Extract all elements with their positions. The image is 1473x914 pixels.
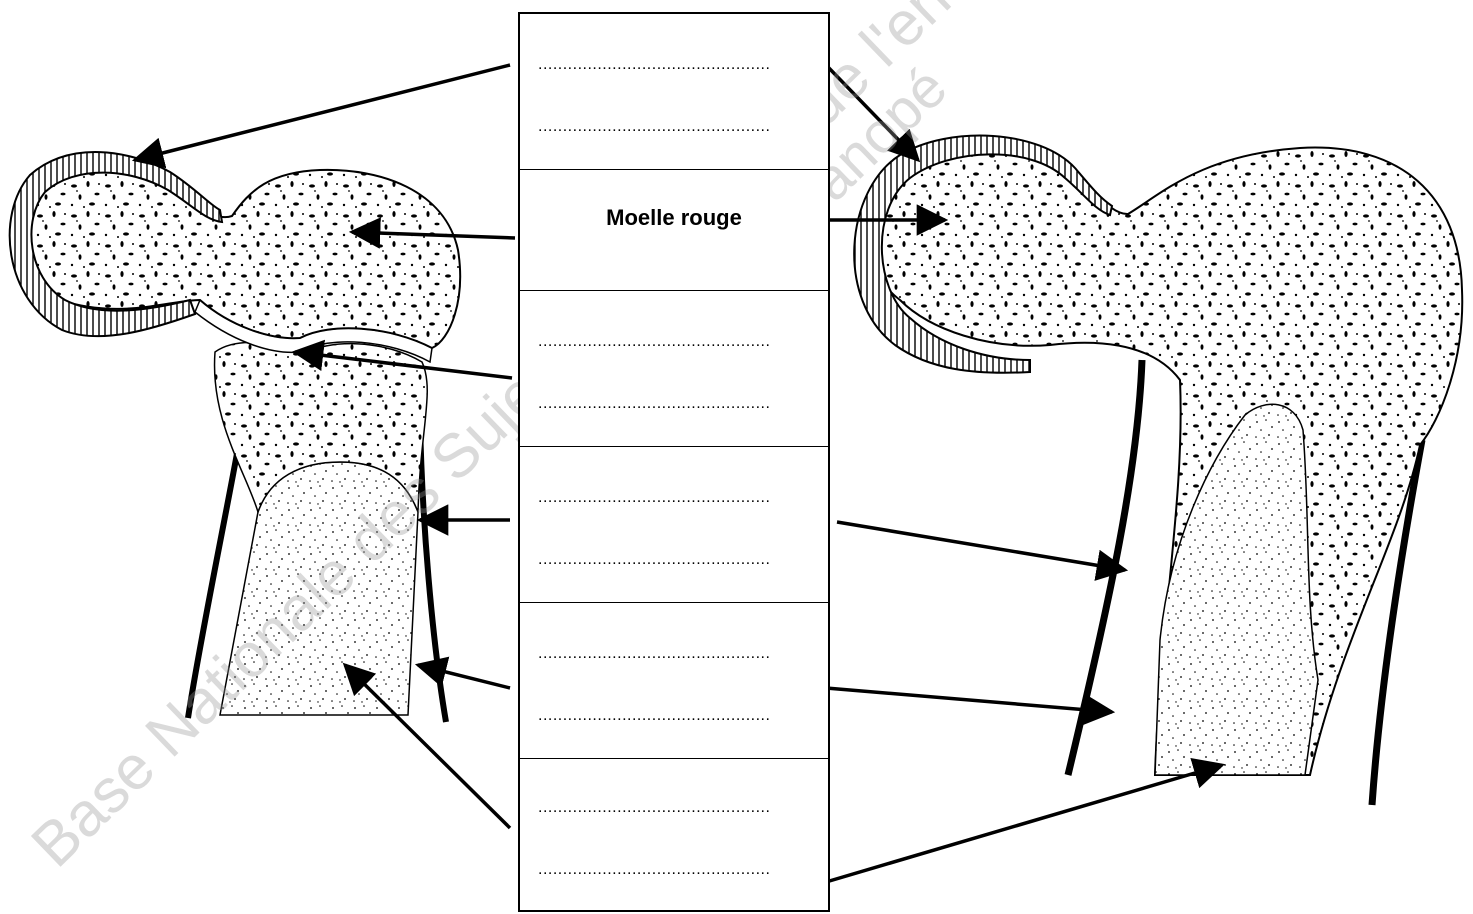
pointer-5-right [826, 688, 1112, 712]
label-cell-6: ........................................… [520, 759, 828, 914]
pointer-1-left [135, 65, 510, 160]
answer-line[interactable]: ........................................… [538, 799, 770, 817]
pointer-4-right [837, 522, 1125, 570]
young-bone-diaphysis [220, 462, 418, 715]
pointer-1-right [826, 65, 918, 160]
answer-line[interactable]: ........................................… [538, 395, 770, 413]
answer-line[interactable]: ........................................… [538, 551, 770, 569]
young-bone [10, 152, 460, 722]
label-table: ........................................… [518, 12, 830, 912]
pointer-5-left [418, 665, 510, 688]
answer-line[interactable]: ........................................… [538, 645, 770, 663]
answer-line[interactable]: ........................................… [538, 56, 770, 74]
label-cell-3: ........................................… [520, 291, 828, 447]
young-bone-periosteum-right [420, 420, 446, 722]
answer-line[interactable]: ........................................… [538, 707, 770, 725]
label-moelle-rouge: Moelle rouge [520, 205, 828, 231]
label-cell-4: ........................................… [520, 447, 828, 603]
answer-line[interactable]: ........................................… [538, 489, 770, 507]
answer-line[interactable]: ........................................… [538, 861, 770, 879]
adult-bone [854, 136, 1462, 805]
answer-line[interactable]: ........................................… [538, 118, 770, 136]
pointer-6-left [345, 665, 510, 828]
answer-line[interactable]: ........................................… [538, 333, 770, 351]
label-cell-5: ........................................… [520, 603, 828, 759]
pointer-6-right [826, 765, 1222, 882]
label-cell-2: Moelle rouge [520, 170, 828, 291]
label-cell-1: ........................................… [520, 14, 828, 170]
